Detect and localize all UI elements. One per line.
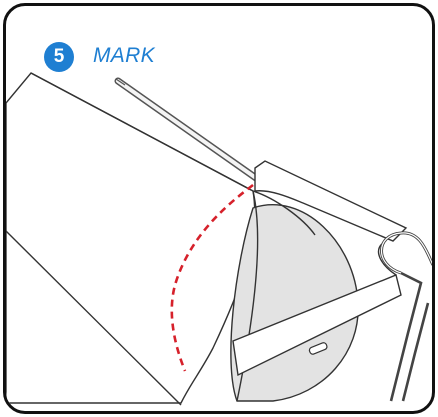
tube-rim-front <box>236 190 259 402</box>
illustration-frame: 5 MARK <box>3 3 435 414</box>
tube-bottom-edge <box>6 230 182 406</box>
mark-line <box>170 183 254 372</box>
rod <box>114 77 260 182</box>
wire-hook <box>389 271 423 402</box>
tube-top-edge <box>30 72 252 191</box>
cable-loop-inner <box>380 232 432 274</box>
bracket-slot <box>308 342 328 355</box>
step-label: MARK <box>93 44 155 67</box>
wire-hook-2 <box>401 302 430 402</box>
bracket-side-plate <box>232 274 402 377</box>
tube-rim <box>252 190 316 236</box>
tube-body <box>6 72 256 404</box>
step-number: 5 <box>53 46 65 67</box>
step-number-badge: 5 <box>44 42 74 72</box>
tube-illustration <box>6 72 432 406</box>
